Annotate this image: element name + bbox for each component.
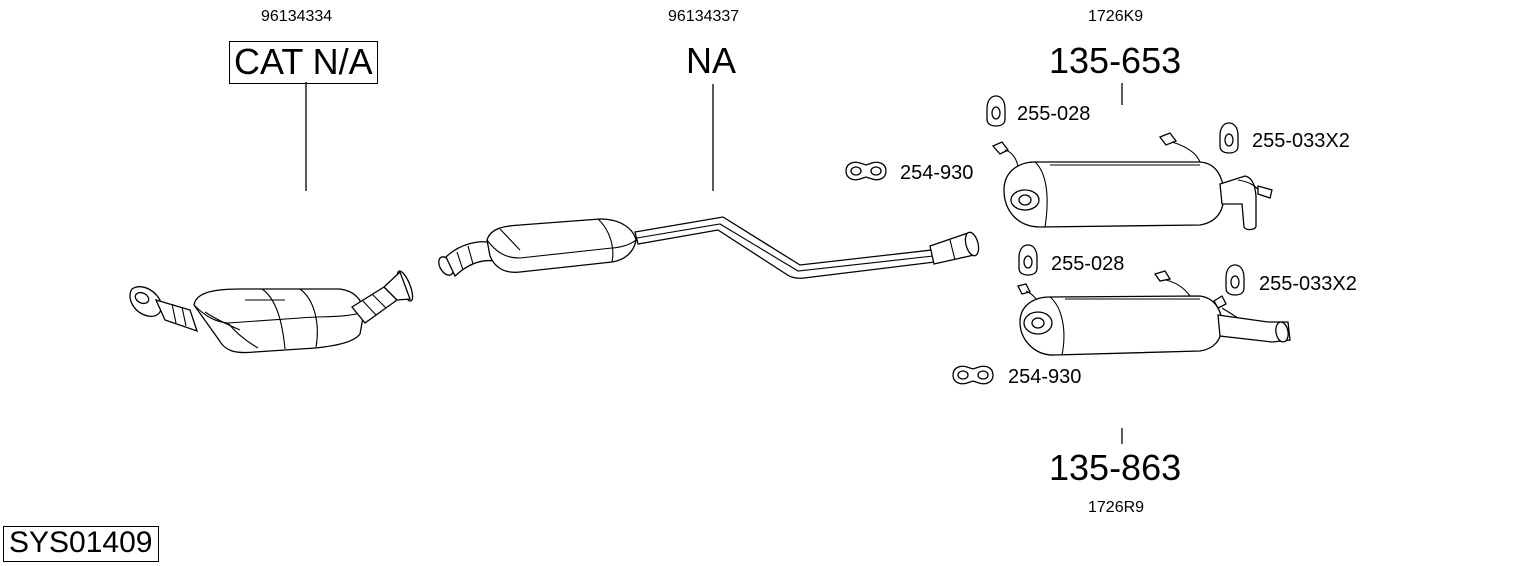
- lower-rubber-mount-2-label[interactable]: 255-033X2: [1259, 273, 1357, 295]
- rubber-mount-icon: [1019, 245, 1037, 275]
- catalytic-converter-drawing[interactable]: [130, 269, 416, 352]
- upper-silencer-oem-number: 1726K9: [1088, 8, 1144, 25]
- rubber-mount-icon: [1220, 123, 1238, 153]
- lower-clamp-label[interactable]: 254-930: [1008, 366, 1082, 388]
- catalytic-converter-part-label[interactable]: CAT N/A: [229, 41, 378, 84]
- clamp-icon: [846, 162, 886, 179]
- system-code: SYS01409: [3, 526, 160, 562]
- center-pipe-oem-number: 96134337: [668, 8, 740, 25]
- lower-rear-silencer-drawing[interactable]: [1018, 271, 1290, 355]
- catalytic-converter-oem-number: 96134334: [261, 8, 333, 25]
- upper-clamp-label[interactable]: 254-930: [900, 162, 974, 184]
- lower-rubber-mount-1-label[interactable]: 255-028: [1051, 253, 1125, 275]
- upper-rubber-mount-1-label[interactable]: 255-028: [1017, 103, 1091, 125]
- upper-rear-silencer-drawing[interactable]: [993, 133, 1272, 230]
- lower-silencer-oem-number: 1726R9: [1088, 499, 1145, 516]
- center-pipe-part-label[interactable]: NA: [686, 40, 737, 81]
- rubber-mount-icon: [1226, 265, 1244, 295]
- upper-rubber-mount-2-label[interactable]: 255-033X2: [1252, 130, 1350, 152]
- center-pipe-drawing[interactable]: [436, 217, 981, 278]
- upper-silencer-part-number[interactable]: 135-653: [1049, 40, 1182, 81]
- lower-silencer-part-number[interactable]: 135-863: [1049, 447, 1182, 488]
- rubber-mount-icon: [987, 96, 1005, 126]
- clamp-icon: [953, 366, 993, 383]
